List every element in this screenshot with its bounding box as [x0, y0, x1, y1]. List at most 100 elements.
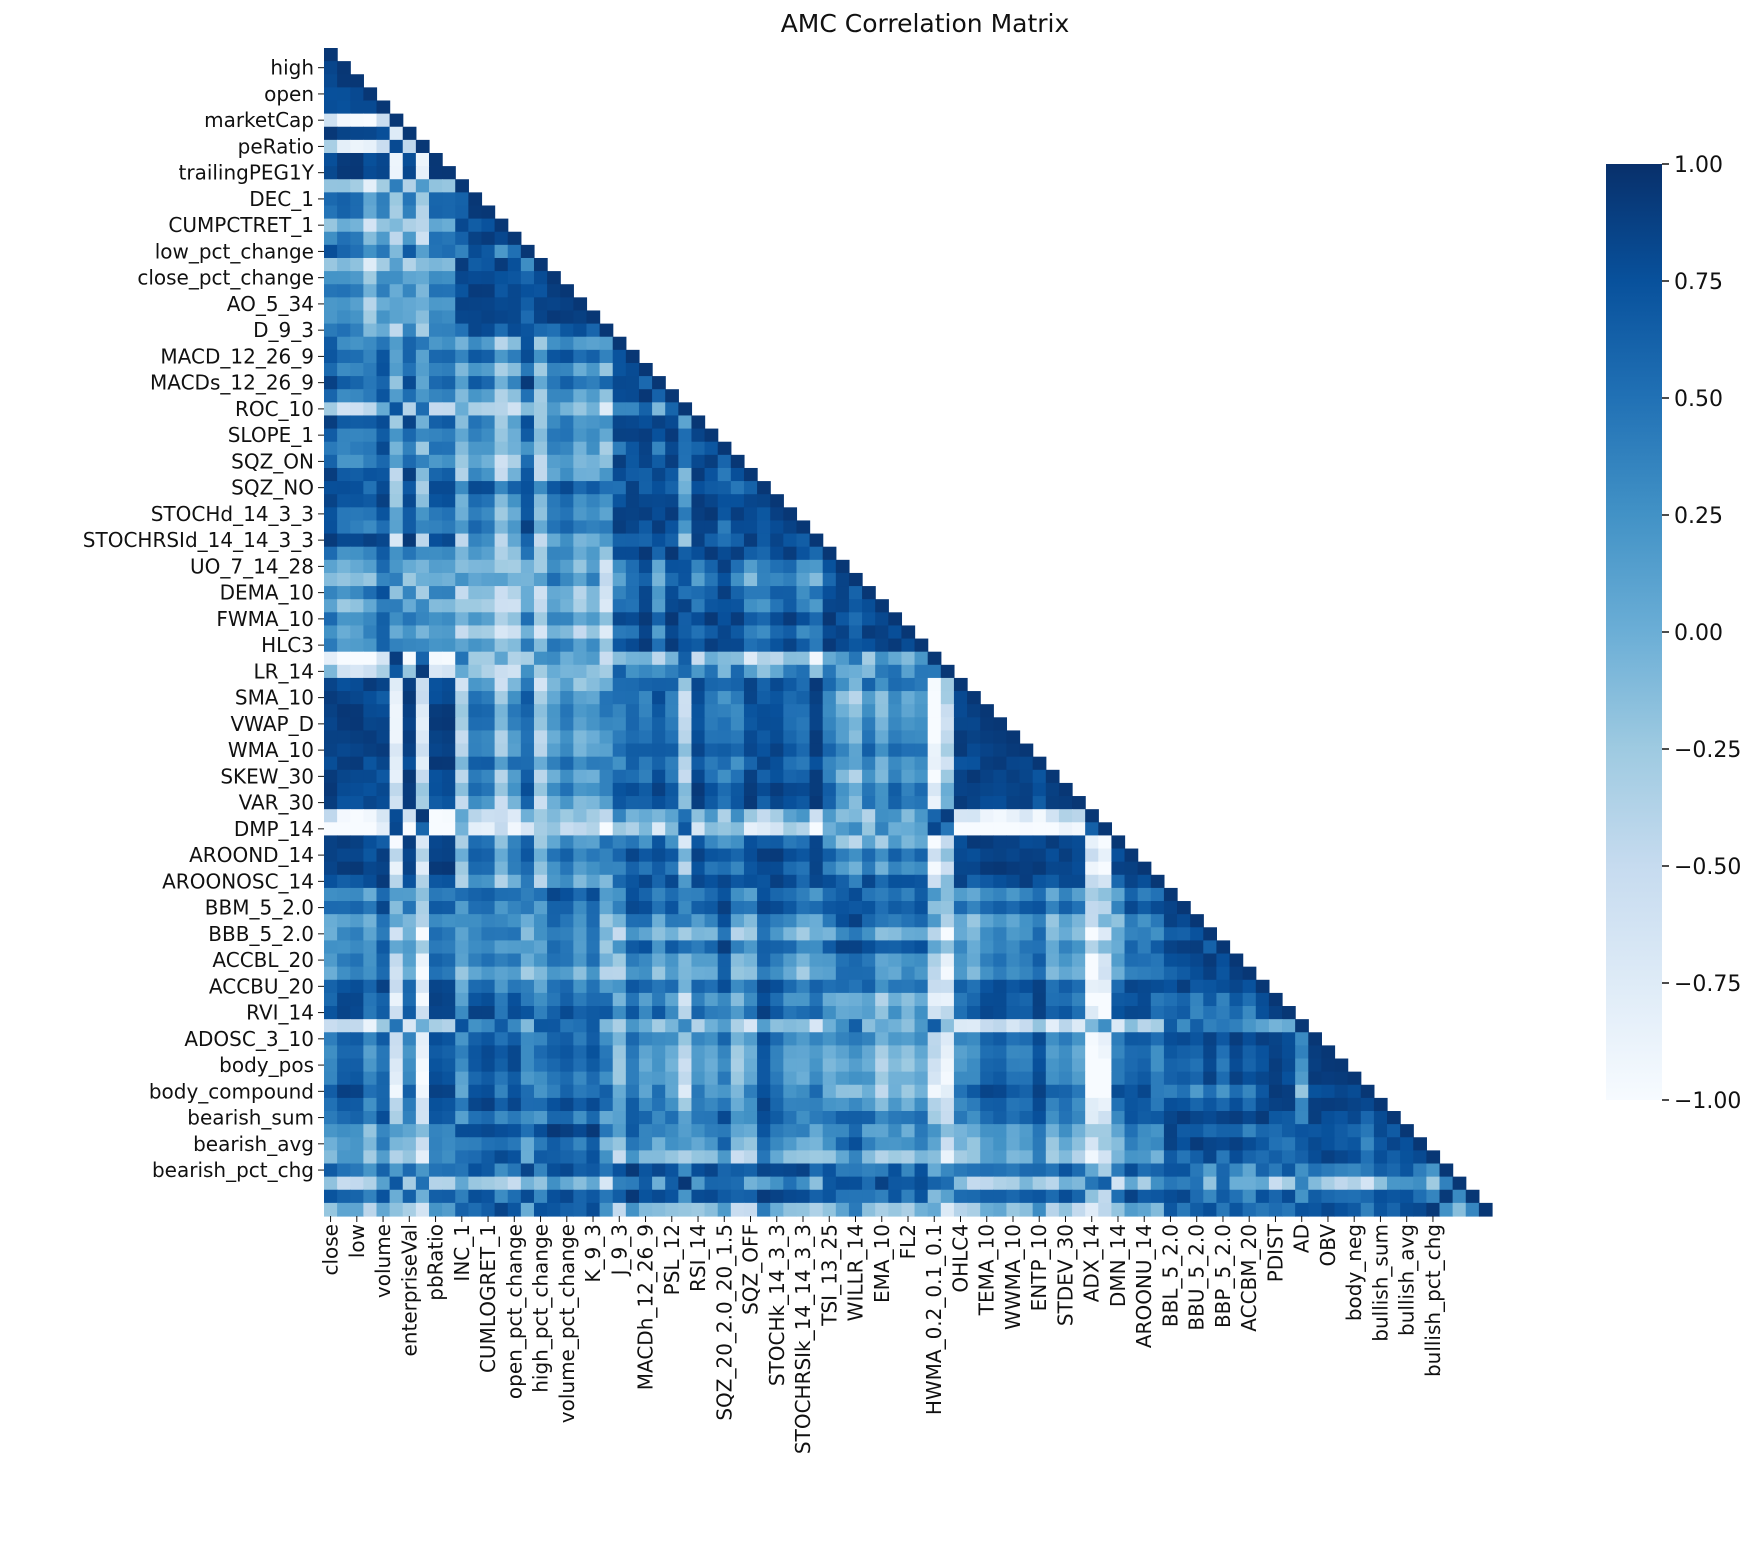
heatmap-cell [835, 1137, 850, 1151]
heatmap-cell [678, 441, 693, 456]
heatmap-cell [560, 1150, 574, 1165]
heatmap-cell [507, 244, 522, 259]
heatmap-cell [1216, 992, 1231, 1007]
heatmap-cell [914, 1006, 929, 1020]
heatmap-cell [940, 979, 955, 994]
heatmap-cell [455, 192, 469, 207]
heatmap-cell [350, 835, 364, 850]
heatmap-cell [914, 809, 929, 823]
heatmap-cell [481, 861, 496, 876]
heatmap-cell [967, 861, 981, 876]
heatmap-cell [612, 769, 627, 784]
heatmap-cell [1058, 979, 1073, 994]
heatmap-cell [415, 1124, 430, 1138]
heatmap-cell [428, 586, 443, 600]
heatmap-cell [796, 1058, 811, 1073]
heatmap-cell [1058, 782, 1073, 797]
heatmap-cell [638, 1019, 653, 1033]
x-tick-label: BBL_5_2.0 [1158, 1224, 1182, 1327]
heatmap-cell [428, 717, 443, 732]
heatmap-cell [481, 271, 496, 285]
heatmap-cell [547, 586, 561, 600]
heatmap-cell [1124, 901, 1139, 915]
heatmap-cell [468, 822, 483, 837]
heatmap-cell [1045, 848, 1060, 863]
heatmap-cell [691, 1097, 706, 1112]
heatmap-cell [599, 520, 614, 535]
heatmap-cell [415, 625, 430, 640]
heatmap-cell [1163, 953, 1178, 968]
heatmap-cell [1452, 1176, 1467, 1191]
heatmap-cell [809, 1163, 824, 1178]
heatmap-cell [757, 796, 771, 810]
heatmap-cell [743, 704, 758, 718]
heatmap-cell [547, 546, 561, 561]
y-tick-label: low_pct_change [155, 239, 314, 263]
heatmap-cell [1032, 901, 1047, 915]
heatmap-cell [468, 415, 483, 430]
heatmap-cell [730, 822, 745, 837]
heatmap-cell [901, 822, 916, 837]
heatmap-cell [389, 113, 404, 128]
heatmap-cell [967, 1137, 981, 1151]
heatmap-cell [442, 861, 456, 876]
heatmap-cell [809, 979, 824, 994]
heatmap-cell [730, 979, 745, 994]
heatmap-cell [783, 1019, 798, 1033]
heatmap-cell [494, 979, 509, 994]
heatmap-cell [324, 559, 338, 574]
heatmap-cell [691, 822, 706, 837]
heatmap-cell [324, 87, 338, 102]
heatmap-cell [1111, 1124, 1126, 1138]
heatmap-cell [612, 1084, 627, 1099]
heatmap-cell [468, 953, 483, 968]
heatmap-cell [783, 1189, 798, 1204]
heatmap-cell [1137, 874, 1152, 889]
heatmap-cell [350, 297, 364, 312]
heatmap-cell [402, 887, 417, 902]
heatmap-cell [586, 520, 601, 535]
heatmap-cell [888, 638, 903, 653]
x-tick-label: DMN_14 [1106, 1224, 1130, 1307]
heatmap-cell [625, 599, 640, 613]
heatmap-cell [743, 901, 758, 915]
heatmap-cell [743, 507, 758, 522]
heatmap-cell [940, 1084, 955, 1099]
heatmap-cell [337, 743, 351, 758]
heatmap-cell [757, 901, 771, 915]
heatmap-cell [704, 848, 719, 863]
heatmap-cell [678, 1071, 693, 1086]
heatmap-cell [1347, 1084, 1362, 1099]
heatmap-cell [783, 848, 798, 863]
heatmap-cell [704, 1071, 719, 1086]
heatmap-cell [560, 1084, 574, 1099]
heatmap-cell [678, 415, 693, 430]
heatmap-cell [573, 402, 588, 417]
heatmap-cell [376, 533, 391, 548]
heatmap-cell [1072, 887, 1086, 902]
heatmap-cell [717, 507, 732, 522]
heatmap-cell [1373, 1150, 1388, 1165]
heatmap-cell [848, 1071, 863, 1086]
heatmap-cell [652, 454, 666, 469]
heatmap-cell [783, 966, 798, 981]
heatmap-cell [612, 874, 627, 889]
heatmap-cell [1334, 1071, 1349, 1086]
heatmap-cell [1098, 835, 1113, 850]
heatmap-cell [953, 1006, 968, 1020]
heatmap-cell [940, 822, 955, 837]
heatmap-cell [363, 586, 378, 600]
heatmap-cell [901, 966, 916, 981]
heatmap-cell [337, 730, 351, 745]
heatmap-cell [599, 349, 614, 364]
heatmap-cell [862, 782, 876, 797]
heatmap-cell [888, 612, 903, 627]
heatmap-cell [599, 599, 614, 613]
heatmap-cell [1137, 1137, 1152, 1151]
heatmap-cell [428, 979, 443, 994]
heatmap-cell [402, 1124, 417, 1138]
heatmap-cell [428, 205, 443, 220]
heatmap-cell [468, 1163, 483, 1178]
heatmap-cell [678, 953, 693, 968]
heatmap-cell [1045, 1045, 1060, 1060]
